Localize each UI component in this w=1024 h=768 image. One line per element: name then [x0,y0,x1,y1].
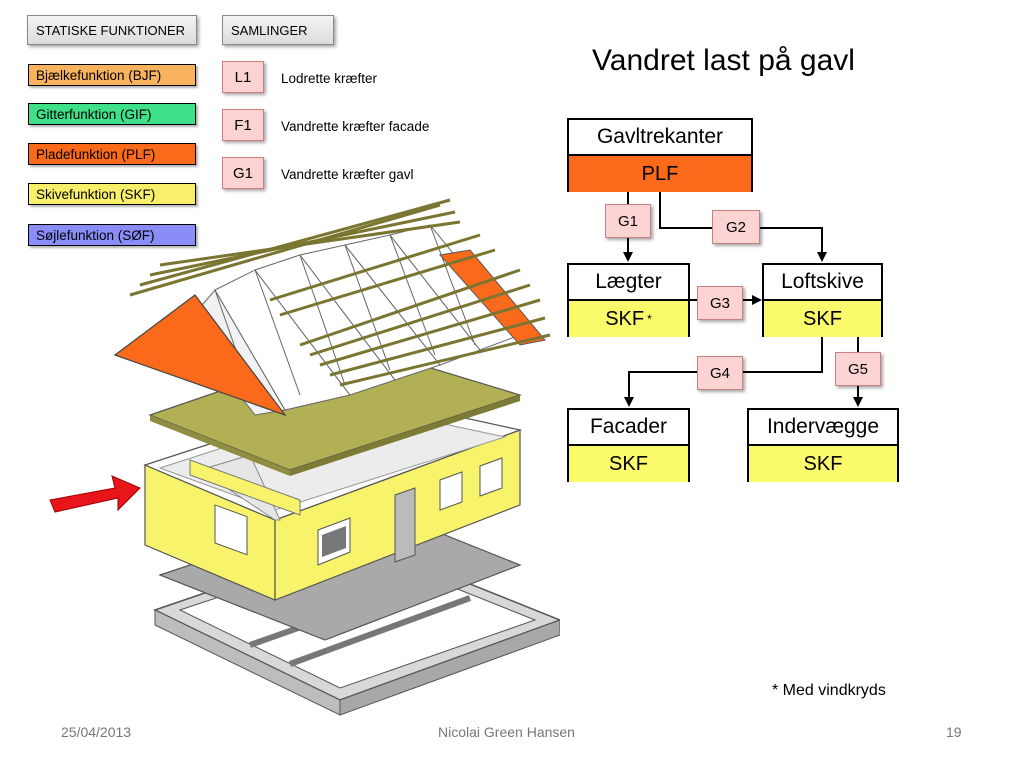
node-name: Lægter [569,265,688,301]
footer-date: 25/04/2013 [61,724,132,740]
node-facader: Facader SKF [567,408,690,482]
roof-battens [129,198,551,387]
connection-g5: G5 [835,352,881,386]
connection-g3: G3 [697,286,743,320]
joint-code: G1 [232,164,253,182]
legend-label: Skivefunktion (SKF) [36,186,156,202]
legend-item-sof: Søjlefunktion (SØF) [28,224,196,246]
joint-l1: L1 [222,61,264,93]
statiske-funktioner-label: STATISKE FUNKTIONER [36,22,186,38]
orange-gable-front [113,294,287,417]
node-function: PLF [569,156,751,192]
joint-f1: F1 [222,109,264,141]
legend-item-plf: Pladefunktion (PLF) [28,143,196,165]
joint-g1: G1 [222,157,264,189]
node-gavltrekanter: Gavltrekanter PLF [567,118,753,192]
slide-title: Vandret last på gavl [592,44,855,77]
footnote: * Med vindkryds [772,682,886,699]
node-function-box: SKF* [569,301,688,337]
statiske-funktioner-header: STATISKE FUNKTIONER [27,15,197,45]
node-name: Loftskive [764,265,881,301]
samlinger-label: SAMLINGER [231,22,308,38]
node-function: SKF [764,301,881,337]
legend-label: Søjlefunktion (SØF) [36,227,155,243]
node-laegter: Lægter SKF* [567,263,690,337]
joint-code: F1 [234,116,252,134]
connection-label: G3 [709,294,730,312]
footer-page-number: 19 [946,724,962,740]
legend-item-bjf: Bjælkefunktion (BJF) [28,64,196,86]
connection-g1: G1 [605,204,651,238]
node-name: Indervægge [749,410,897,446]
connection-label: G2 [725,218,746,236]
joint-l1-desc: Lodrette kræfter [281,71,378,86]
node-function: SKF [749,446,897,482]
connection-g4: G4 [697,356,743,390]
node-name: Facader [569,410,688,446]
node-indervaegge: Indervægge SKF [747,408,899,482]
node-mark: * [647,312,652,326]
connection-label: G1 [617,212,638,230]
node-function: SKF [605,307,645,330]
joint-f1-desc: Vandrette kræfter facade [281,119,430,134]
legend-item-gif: Gitterfunktion (GIF) [28,103,196,125]
connection-g2: G2 [712,210,760,244]
node-name: Gavltrekanter [569,120,751,156]
wind-load-arrow [49,475,141,513]
legend-label: Gitterfunktion (GIF) [36,106,152,122]
legend-item-skf: Skivefunktion (SKF) [28,183,196,205]
footer-author: Nicolai Green Hansen [438,724,575,740]
legend-label: Bjælkefunktion (BJF) [36,67,162,83]
connection-label: G5 [847,360,868,378]
connection-label: G4 [709,364,730,382]
legend-label: Pladefunktion (PLF) [36,146,156,162]
joint-g1-desc: Vandrette kræfter gavl [281,167,414,182]
node-loftskive: Loftskive SKF [762,263,883,337]
samlinger-header: SAMLINGER [222,15,334,45]
house-illustration [49,198,560,716]
joint-code: L1 [234,68,252,86]
node-function: SKF [569,446,688,482]
